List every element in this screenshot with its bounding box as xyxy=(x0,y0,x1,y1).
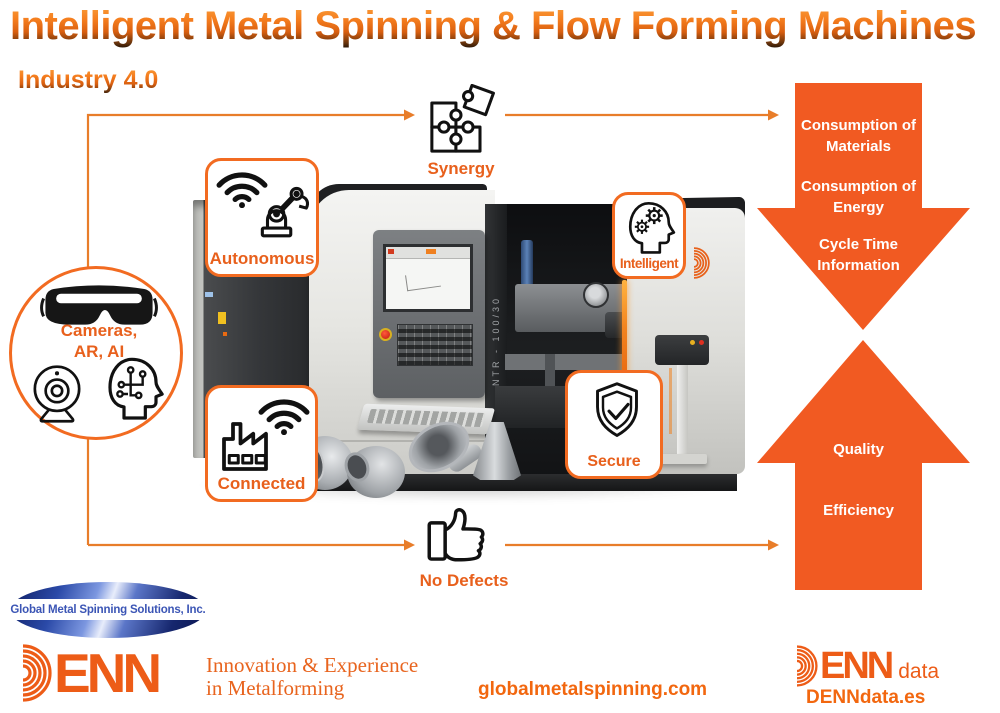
cabinet-sticker xyxy=(218,312,226,324)
gms-logo-text: Global Metal Spinning Solutions, Inc. xyxy=(10,603,206,616)
autonomous-label: Autonomous xyxy=(209,249,315,268)
webcam-icon xyxy=(33,365,81,423)
gms-logo: Global Metal Spinning Solutions, Inc. xyxy=(7,582,209,638)
cnc-control-panel xyxy=(373,230,485,398)
denn-tagline-line1: Innovation & Experience xyxy=(206,653,419,677)
secure-label: Secure xyxy=(587,453,641,470)
denn-arcs-icon xyxy=(795,645,818,687)
secure-badge: Secure xyxy=(565,370,663,479)
connected-badge: Connected xyxy=(205,385,318,502)
industry-subtitle: Industry 4.0 xyxy=(18,66,159,94)
no-defects-label: No Defects xyxy=(419,571,509,590)
denn-logo-letters: ENN xyxy=(54,641,162,704)
machine-dial-gauge xyxy=(583,282,609,308)
ar-goggles-icon xyxy=(40,285,158,325)
vision-circle: Cameras, AR, AI xyxy=(9,266,183,440)
gms-logo-band: Global Metal Spinning Solutions, Inc. xyxy=(7,599,209,620)
shield-check-icon xyxy=(596,382,638,437)
denn-data-word: data xyxy=(898,660,940,683)
spun-part-vessel-image xyxy=(340,446,405,498)
denn-logo: ENN xyxy=(20,641,162,704)
intelligent-label: Intelligent xyxy=(619,256,679,271)
output-item: Consumption of Materials xyxy=(801,117,916,155)
vision-label-line2: AR, AI xyxy=(73,342,125,361)
cnc-keypad xyxy=(397,324,473,366)
head-gears-icon xyxy=(628,202,676,254)
denn-data-logo: ENN data xyxy=(794,644,939,688)
cabinet-sticker xyxy=(205,292,213,297)
factory-icon xyxy=(222,422,268,471)
cnc-screen xyxy=(383,244,473,312)
emergency-stop-button xyxy=(379,328,392,341)
denn-arcs-icon xyxy=(21,644,52,702)
pendant-stand-base xyxy=(659,454,707,464)
output-item: Quality xyxy=(833,441,884,458)
head-circuit-icon xyxy=(108,357,164,420)
denn-arcs-icon xyxy=(693,247,710,279)
pendant-light-reflection xyxy=(669,368,672,434)
robot-arm-icon xyxy=(260,186,310,238)
intelligent-badge: Intelligent xyxy=(612,192,686,279)
page-title: Intelligent Metal Spinning & Flow Formin… xyxy=(10,4,992,49)
machine-model-label: NTR - 100/30 xyxy=(491,295,501,387)
cnc-screen-orange-chip xyxy=(426,249,436,254)
denn-data-url: DENNdata.es xyxy=(806,687,926,708)
pendant-stand-post xyxy=(677,365,688,457)
cnc-screen-drawing xyxy=(405,270,441,292)
keyboard-keys xyxy=(366,408,486,428)
machine-tool-cylinder xyxy=(521,240,533,286)
synergy-label: Synergy xyxy=(427,159,495,178)
connected-label: Connected xyxy=(217,474,306,493)
arrowhead-icons xyxy=(404,109,779,551)
cabinet-sticker xyxy=(223,332,227,336)
cnc-screen-red-chip xyxy=(388,249,394,254)
machine-light-strip xyxy=(622,280,627,378)
thumbs-up-icon xyxy=(427,508,485,562)
pendant-red-button xyxy=(699,340,704,345)
denn-tagline-line2: in Metalforming xyxy=(206,676,345,701)
machine-bed-rail xyxy=(505,354,635,370)
vision-label-line1: Cameras, xyxy=(60,321,138,340)
machine-support-post xyxy=(545,354,555,416)
pendant-control-box xyxy=(655,335,709,365)
denn-tagline: Innovation & Experience in Metalforming xyxy=(206,653,419,701)
output-item: Cycle Time Information xyxy=(817,236,900,274)
website-url: globalmetalspinning.com xyxy=(478,679,708,700)
output-item: Consumption of Energy xyxy=(801,178,916,216)
denn-data-letters: ENN xyxy=(820,645,894,687)
puzzle-icon xyxy=(430,84,495,153)
pendant-yellow-button xyxy=(690,340,695,345)
machine-body-seam xyxy=(315,440,490,442)
output-item: Efficiency xyxy=(823,502,894,519)
autonomous-badge: Autonomous xyxy=(205,158,319,277)
